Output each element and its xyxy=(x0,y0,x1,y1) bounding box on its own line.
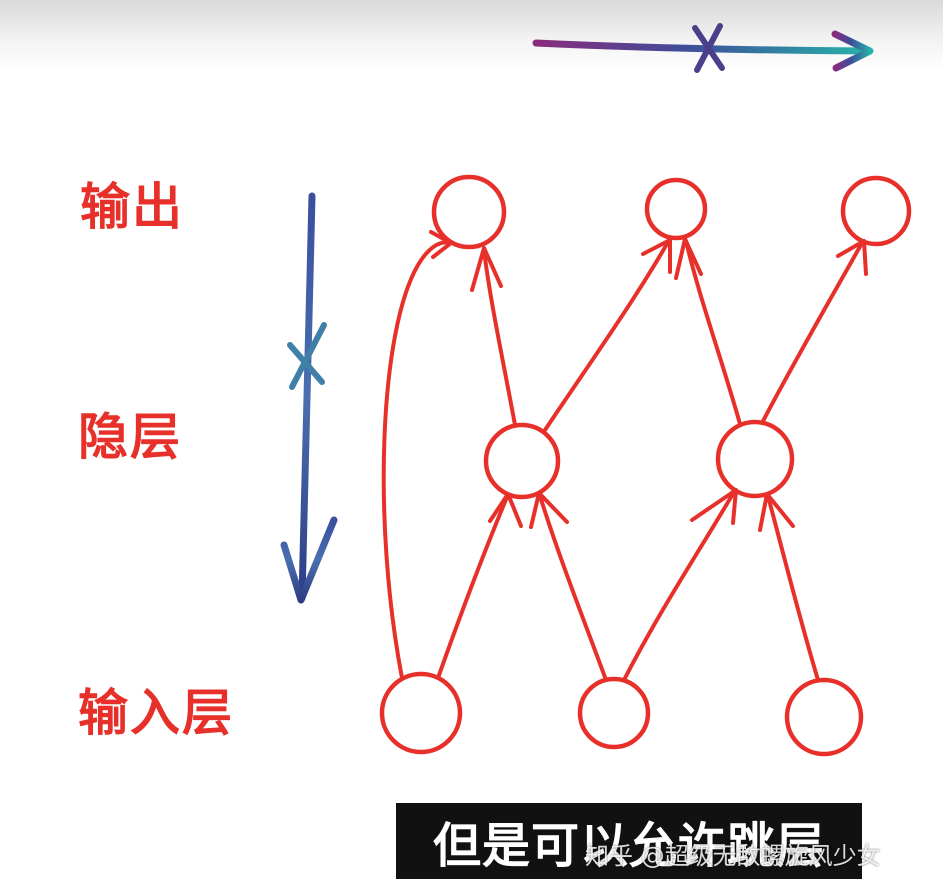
input-layer-label: 输入层 xyxy=(78,684,234,742)
hidden-node-1 xyxy=(483,422,561,500)
top-gradient-shade xyxy=(0,0,943,70)
arrowhead xyxy=(758,492,795,532)
hidden-node-2 xyxy=(715,419,795,499)
edge xyxy=(436,495,509,680)
arrowhead xyxy=(488,492,523,528)
edge xyxy=(543,240,670,432)
arrowhead xyxy=(429,230,453,259)
cross-mark-icon xyxy=(287,322,327,390)
forbidden-horizontal-arrow-icon xyxy=(532,30,874,72)
skip-connection-edge xyxy=(381,240,452,680)
arrowhead xyxy=(529,491,569,529)
output-node-3 xyxy=(840,175,912,247)
edge xyxy=(760,241,864,425)
watermark: 知乎 @超级无敌螺旋风少女 xyxy=(585,842,881,870)
input-node-1 xyxy=(379,671,463,755)
arrowhead xyxy=(641,238,672,274)
arrowhead xyxy=(674,237,703,280)
output-node-1 xyxy=(431,174,507,250)
input-node-3 xyxy=(784,677,864,757)
edge xyxy=(538,494,608,682)
arrowhead xyxy=(470,246,503,292)
edge xyxy=(766,494,820,682)
forbidden-downward-arrow-icon xyxy=(280,192,338,604)
edge xyxy=(622,490,736,682)
input-node-2 xyxy=(577,676,651,750)
caption-box: 但是可以允许跳层 xyxy=(396,803,862,879)
arrowhead xyxy=(836,239,868,276)
hidden-layer-label: 隐层 xyxy=(78,408,182,466)
cross-mark-icon xyxy=(692,23,725,73)
output-layer-label: 输出 xyxy=(80,178,184,236)
output-node-2 xyxy=(644,177,708,241)
edge xyxy=(482,248,517,427)
edge xyxy=(684,239,742,426)
arrowhead xyxy=(690,488,738,525)
caption-text: 但是可以允许跳层 xyxy=(432,818,825,874)
